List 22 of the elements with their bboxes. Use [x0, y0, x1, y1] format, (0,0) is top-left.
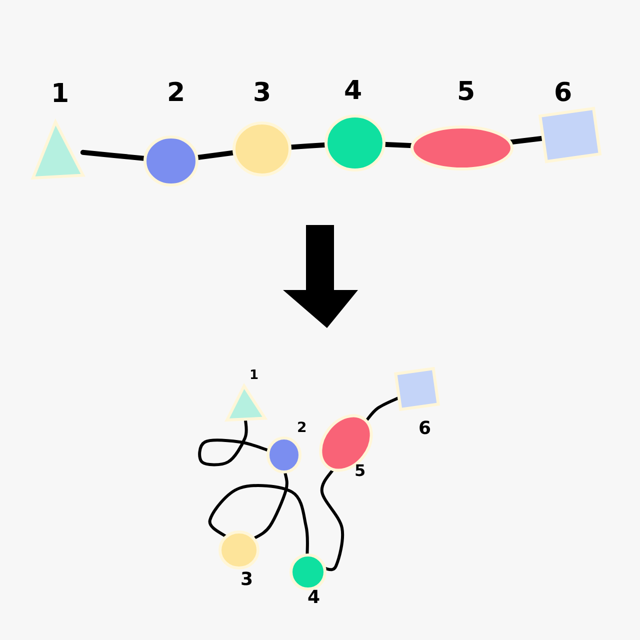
- number-label: 5: [354, 463, 366, 479]
- circle-shape: [268, 438, 300, 472]
- number-label: 4: [308, 589, 320, 607]
- triangle-shape: [227, 386, 265, 420]
- number-label: 1: [51, 81, 70, 107]
- circle-shape: [220, 532, 258, 568]
- number-label: 3: [240, 571, 254, 589]
- ellipse-shape: [412, 127, 512, 169]
- number-label: 2: [167, 80, 186, 106]
- number-label: 5: [457, 79, 476, 105]
- circle-shape: [234, 123, 290, 175]
- number-label: 6: [554, 80, 572, 106]
- connector-line: [320, 468, 344, 572]
- number-label: 3: [253, 80, 272, 106]
- number-label: 4: [344, 78, 362, 104]
- number-label: 1: [250, 368, 259, 382]
- circle-shape: [145, 137, 197, 185]
- connector-line: [198, 418, 270, 466]
- number-label: 6: [418, 420, 432, 438]
- circle-shape: [326, 116, 384, 170]
- circle-shape: [291, 555, 325, 589]
- number-label: 2: [297, 421, 307, 435]
